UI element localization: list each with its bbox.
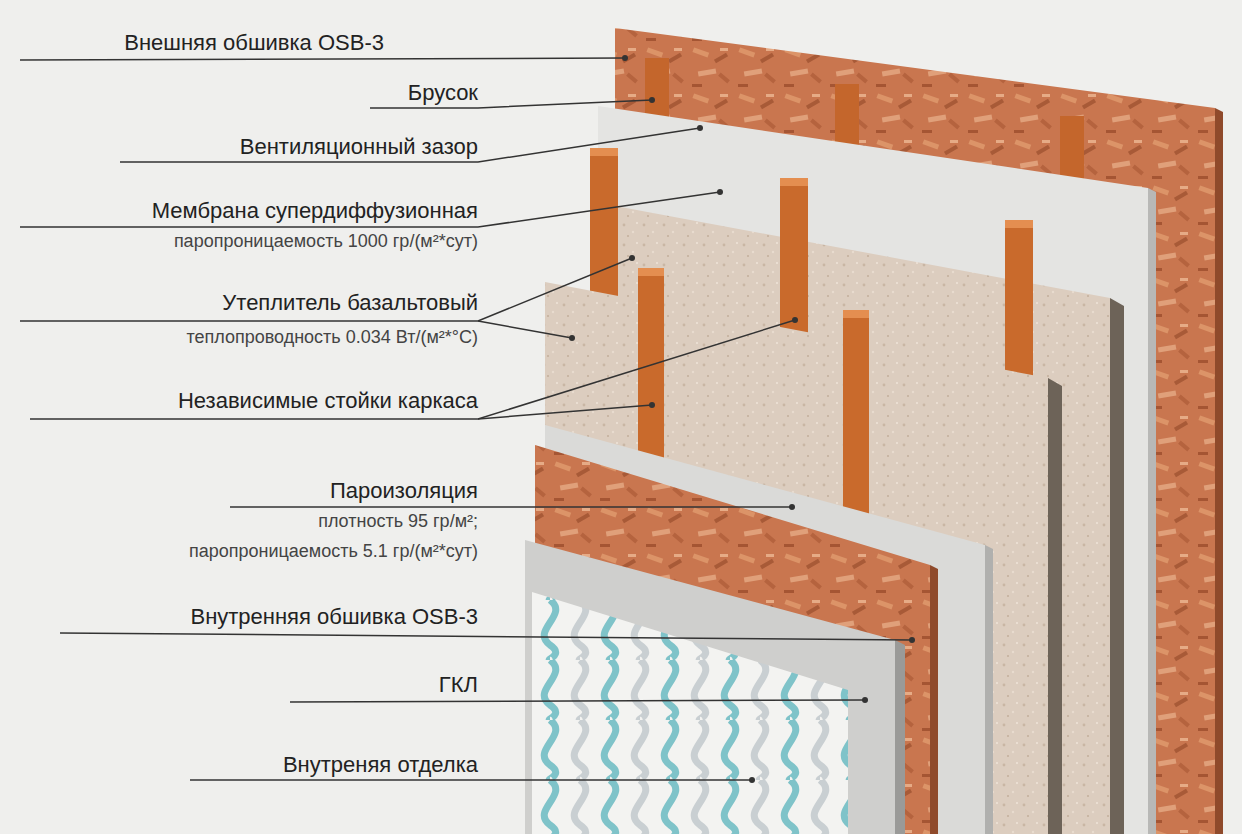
part-label: Внутренняя обшивка OSB-3 <box>190 604 478 630</box>
part-label: Внешняя обшивка OSB-3 <box>124 30 384 56</box>
part-label: ГКЛ <box>439 672 478 698</box>
part-label: Мембрана супердиффузионная <box>152 198 478 224</box>
part-label: Независимые стойки каркаса <box>178 388 478 414</box>
part-label: Утеплитель базальтовый <box>222 290 478 316</box>
spec-note: паропроницаемость 5.1 гр/(м²*сут) <box>189 540 478 562</box>
part-label: Внутреняя отделка <box>283 752 478 778</box>
part-label: Брусок <box>408 80 478 106</box>
spec-note: теплопроводность 0.034 Вт/(м²*°С) <box>186 326 478 348</box>
spec-note: плотность 95 гр/м²; <box>318 510 478 532</box>
part-label: Вентиляционный зазор <box>240 134 478 160</box>
part-label: Пароизоляция <box>330 478 478 504</box>
spec-note: паропроницаемость 1000 гр/(м²*сут) <box>174 230 478 252</box>
